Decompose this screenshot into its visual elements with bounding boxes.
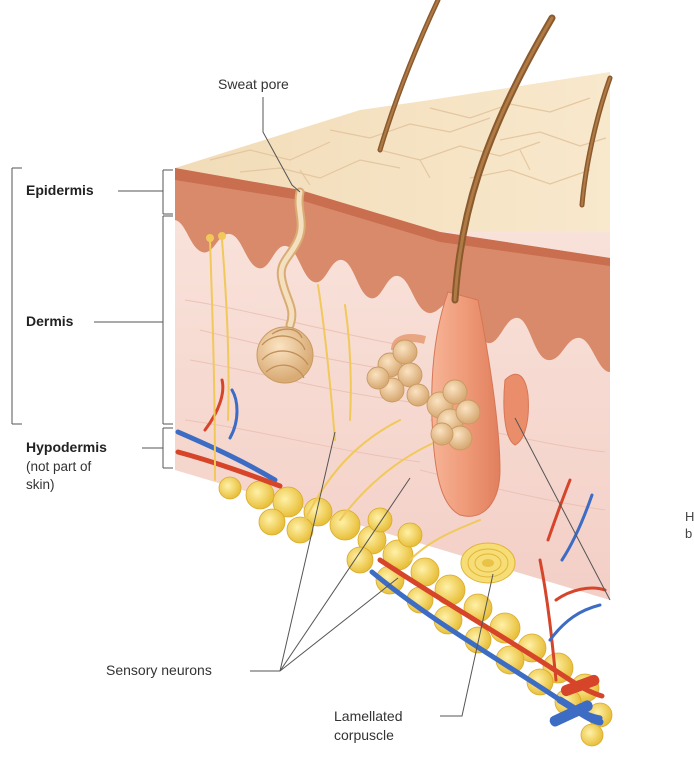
epidermis-label: Epidermis <box>26 182 94 199</box>
hypodermis-note-line-2: skin) <box>26 477 55 493</box>
cut-off-label-line-2: b <box>685 526 692 541</box>
lamellated-corpuscle <box>461 543 515 583</box>
nerve-ending <box>206 234 214 242</box>
nerve-ending <box>218 232 226 240</box>
cut-off-label-line-1: H <box>685 509 694 524</box>
lamellated-corpuscle-label-line-2: corpuscle <box>334 727 394 744</box>
hypodermis-note-line-1: (not part of <box>26 459 91 475</box>
hypodermis-label: Hypodermis <box>26 439 107 456</box>
sweat-pore-label: Sweat pore <box>218 76 289 93</box>
lamellated-corpuscle-label-line-1: Lamellated <box>334 708 403 725</box>
dermis-label: Dermis <box>26 313 73 330</box>
sensory-neurons-label: Sensory neurons <box>106 662 212 679</box>
